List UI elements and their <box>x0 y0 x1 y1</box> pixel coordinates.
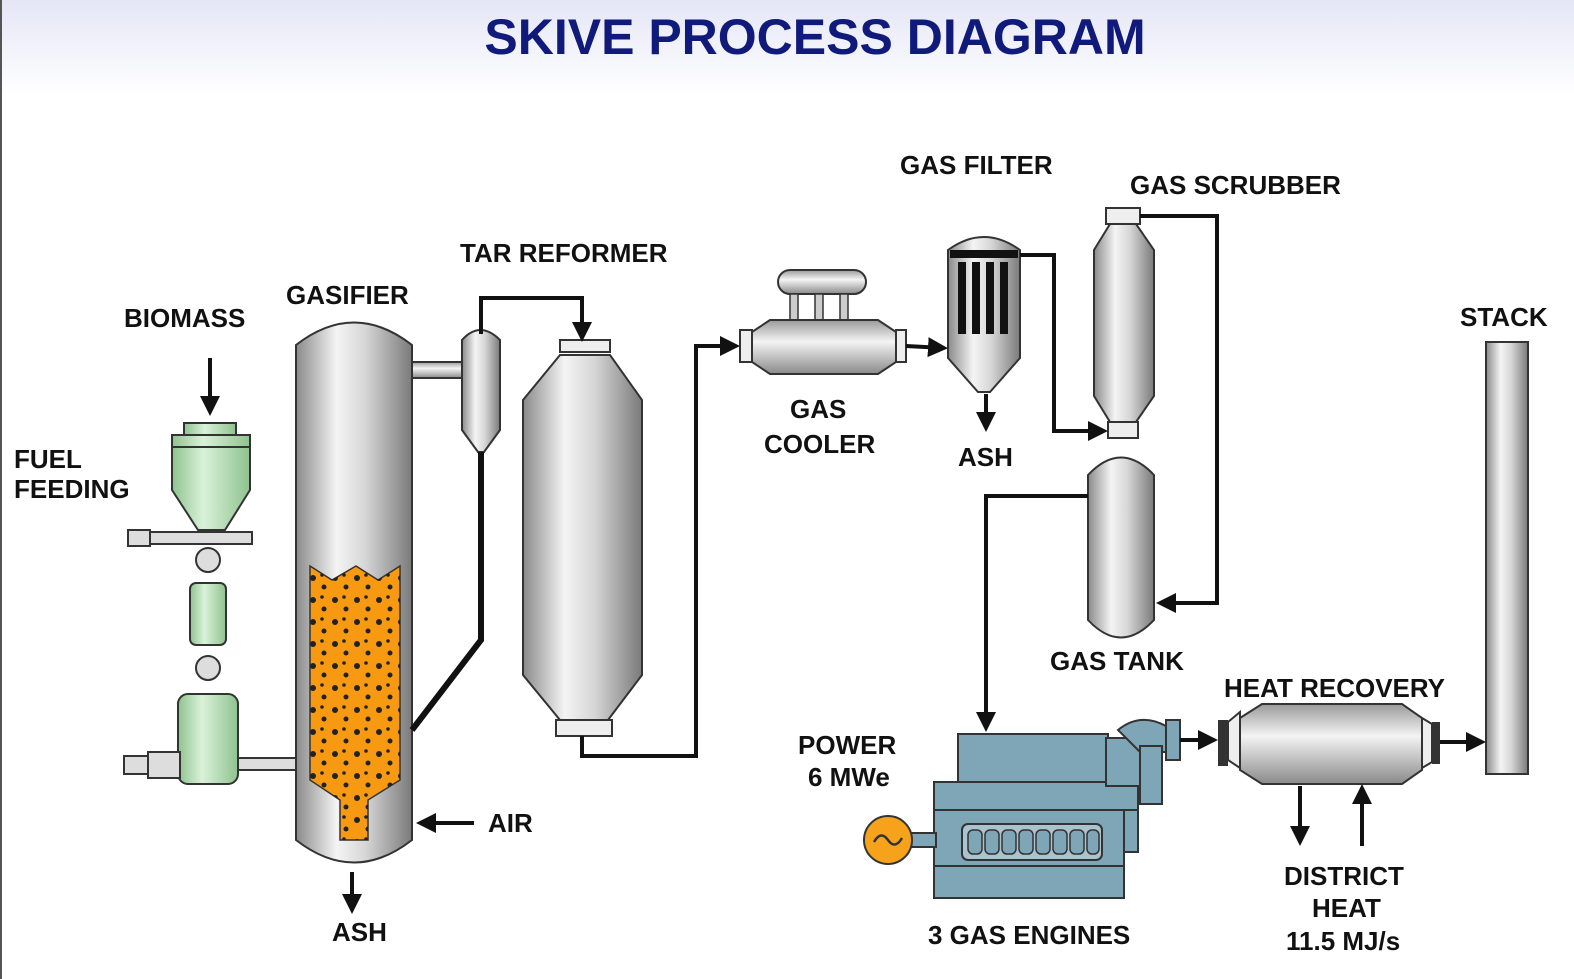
arrow-icon <box>479 296 592 342</box>
arrow-icon <box>976 494 1088 732</box>
gas-scrubber-unit <box>1093 207 1155 439</box>
stack-chimney <box>1485 341 1529 775</box>
label-air: AIR <box>488 808 533 838</box>
heat-recovery-unit <box>1218 703 1440 785</box>
flow-lines <box>200 214 1486 914</box>
fuel-feeding-unit <box>123 422 297 785</box>
label-gas-tank: GAS TANK <box>1050 646 1184 676</box>
label-district-1: DISTRICT <box>1284 861 1404 891</box>
label-ash-gasifier: ASH <box>332 917 387 947</box>
arrow-icon <box>1020 253 1108 441</box>
generator-icon <box>863 815 937 865</box>
label-gas-filter: GAS FILTER <box>900 150 1053 180</box>
label-gas-engines: 3 GAS ENGINES <box>928 920 1130 950</box>
gas-engines-unit <box>933 719 1181 899</box>
tar-reformer-vessel <box>522 339 643 737</box>
page-title: SKIVE PROCESS DIAGRAM <box>484 9 1146 65</box>
label-ash-filter: ASH <box>958 442 1013 472</box>
label-gas-cooler-1: GAS <box>790 394 846 424</box>
label-stack: STACK <box>1460 302 1548 332</box>
arrow-icon <box>1140 214 1219 613</box>
label-tar-reformer: TAR REFORMER <box>460 238 668 268</box>
label-fuel-feeding-2: FEEDING <box>14 474 130 504</box>
label-fuel-feeding-1: FUEL <box>14 444 82 474</box>
label-gas-scrubber: GAS SCRUBBER <box>1130 170 1341 200</box>
label-heat-recovery: HEAT RECOVERY <box>1224 673 1445 703</box>
gasifier-vessel <box>295 321 463 864</box>
label-district-2: HEAT <box>1312 893 1381 923</box>
label-biomass: BIOMASS <box>124 303 245 333</box>
left-edge <box>0 0 2 979</box>
gas-cooler-unit <box>739 269 907 375</box>
gas-filter-unit <box>947 236 1021 393</box>
label-power-1: POWER <box>798 730 896 760</box>
arrow-icon <box>905 337 948 358</box>
label-district-3: 11.5 MJ/s <box>1286 926 1400 956</box>
label-gasifier: GASIFIER <box>286 280 409 310</box>
label-gas-cooler-2: COOLER <box>764 429 875 459</box>
label-power-2: 6 MWe <box>808 762 890 792</box>
arrow-icon <box>580 336 740 758</box>
gas-tank-vessel <box>1087 456 1155 639</box>
cyclone-separator <box>409 329 501 732</box>
